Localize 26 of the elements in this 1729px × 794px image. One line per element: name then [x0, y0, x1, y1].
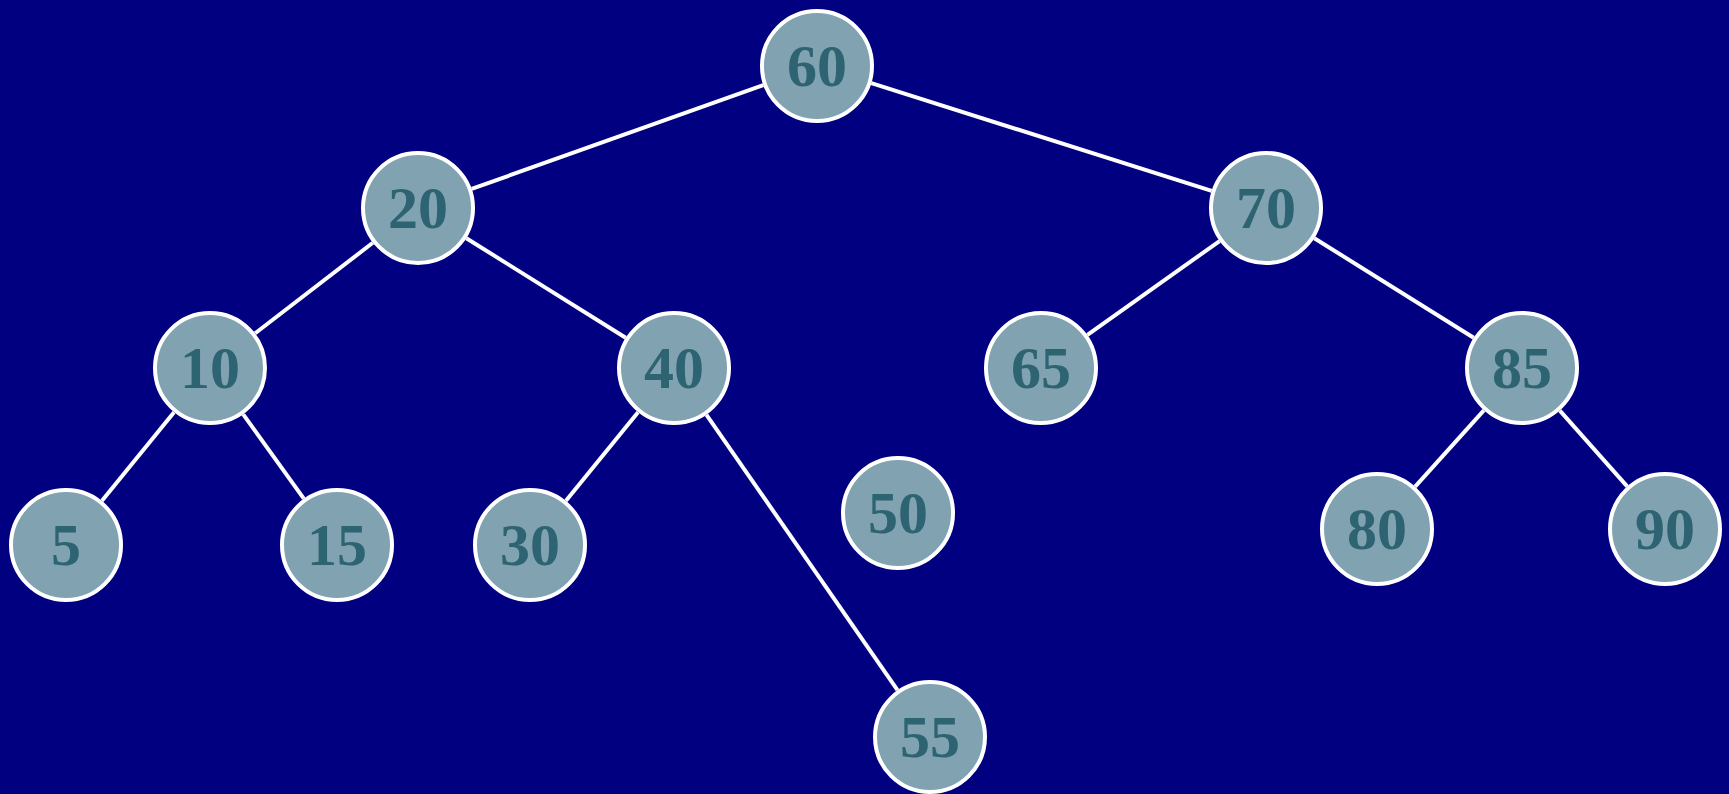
connector-line [1086, 239, 1221, 337]
connector-line [870, 81, 1213, 193]
connector-line [1413, 409, 1486, 488]
node-value: 30 [500, 515, 560, 575]
connector-line [704, 413, 900, 692]
node-value: 50 [868, 483, 928, 543]
node-value: 85 [1492, 338, 1552, 398]
node-value: 20 [388, 178, 448, 238]
node-value: 10 [180, 338, 240, 398]
connector-line [1558, 409, 1629, 488]
node-value: 15 [307, 515, 367, 575]
connector-line [100, 410, 176, 503]
node-value: 5 [51, 515, 81, 575]
node-value: 55 [900, 707, 960, 767]
node-value: 65 [1011, 338, 1071, 398]
node-value: 40 [644, 338, 704, 398]
node-value: 70 [1236, 178, 1296, 238]
connector-line [465, 236, 627, 340]
node-value: 80 [1347, 499, 1407, 559]
connector-line [564, 410, 640, 503]
connector-line [253, 241, 375, 335]
connector-line [241, 413, 306, 500]
connector-line [1313, 236, 1475, 340]
node-value: 90 [1635, 499, 1695, 559]
connector-line [471, 83, 764, 191]
node-value: 60 [787, 36, 847, 96]
